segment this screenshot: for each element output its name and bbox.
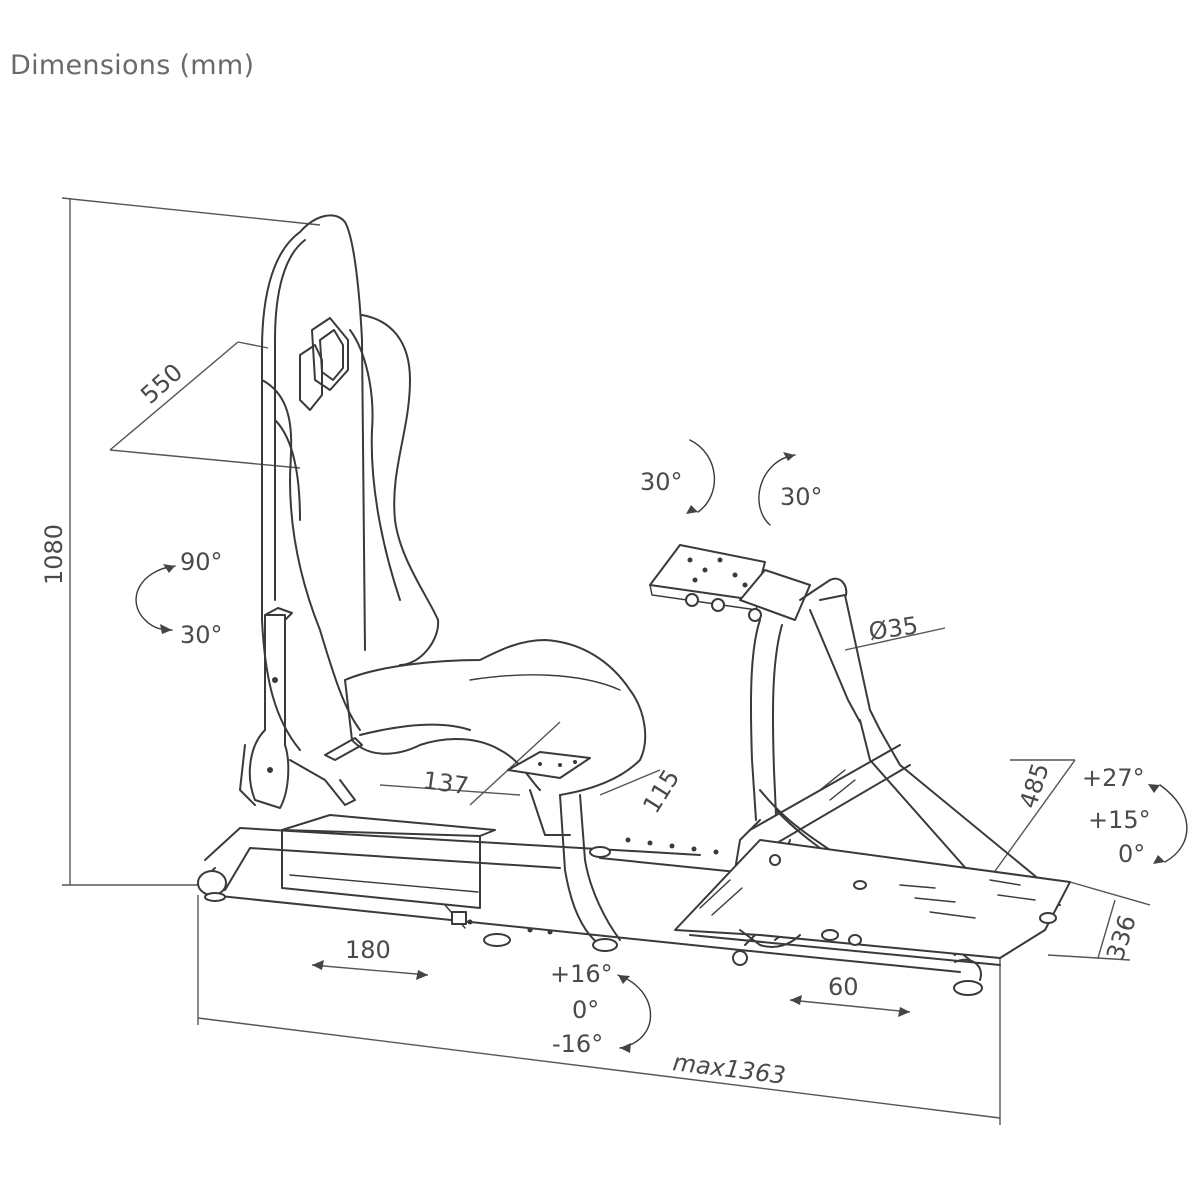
height-dimension	[61, 197, 321, 886]
height-label: 1080	[40, 524, 68, 585]
max-length-label: max1363	[671, 1048, 787, 1090]
shifter-angle-zero: 0°	[572, 996, 599, 1024]
wheel-tilt-right-label: 30°	[780, 483, 823, 511]
wheel-stand	[649, 544, 1071, 966]
backrest-angle-up: 90°	[180, 548, 223, 576]
tube-diameter-leader	[844, 627, 946, 651]
tube-diameter-label: Ø35	[867, 611, 920, 646]
shifter-angle-minus16: -16°	[552, 1030, 603, 1058]
pedal-angle-plus27: +27°	[1082, 764, 1145, 792]
backrest-angle-down: 30°	[180, 621, 223, 649]
seat-track-arrow	[311, 960, 429, 980]
seat-rail-box	[281, 814, 496, 929]
backrest-rotation-arrow	[135, 564, 176, 634]
pedal-rotation-arrow	[1148, 784, 1188, 864]
seat-track-label: 180	[345, 936, 391, 964]
pedal-adjust-label: 60	[828, 973, 859, 1001]
backrest-width-label: 550	[135, 358, 188, 409]
wheel-tilt-left-label: 30°	[640, 468, 683, 496]
seat-pad-137-label: 137	[421, 766, 470, 800]
page-title: Dimensions (mm)	[10, 50, 255, 81]
wheel-tilt-right-arrow	[758, 452, 796, 526]
pedal-width-dimension	[1047, 881, 1151, 961]
pedal-angle-zero: 0°	[1118, 840, 1145, 868]
pedal-depth-label: 485	[1014, 760, 1055, 812]
wheel-tilt-left-arrow	[686, 439, 716, 514]
pedal-angle-plus15: +15°	[1088, 806, 1151, 834]
shifter-angle-plus16: +16°	[550, 960, 613, 988]
pedal-width-label: 336	[1101, 912, 1142, 964]
backrest-width-dimension	[109, 341, 301, 469]
pedal-depth-dimension	[984, 759, 1076, 886]
seat-pad-115-label: 115	[637, 764, 685, 818]
seat	[239, 214, 647, 952]
seat-pad-dimensions	[379, 721, 661, 806]
shifter-rotation-arrow	[617, 974, 652, 1053]
pedal-adjust-arrow	[789, 995, 911, 1017]
